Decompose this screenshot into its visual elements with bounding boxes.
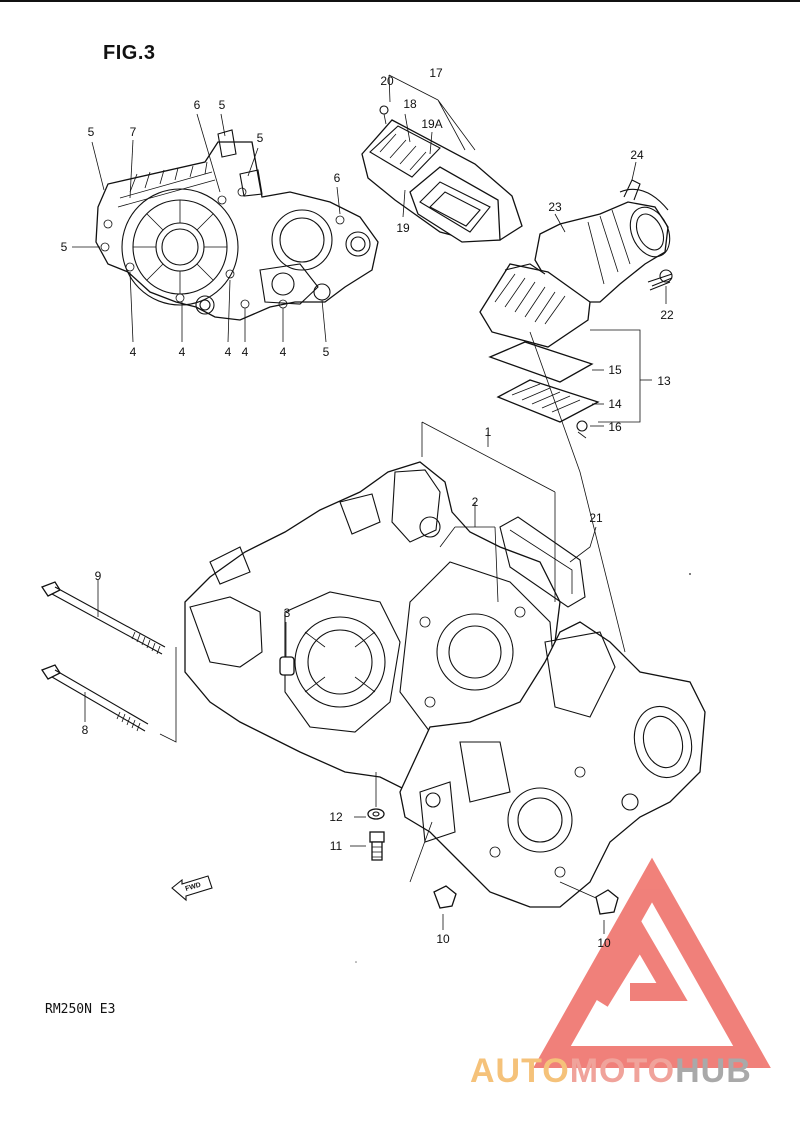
figure-title: FIG.3 (103, 42, 156, 64)
callout-20: 20 (380, 74, 394, 88)
callout-4: 4 (224, 345, 232, 359)
drain-plug-11 (350, 831, 385, 861)
callout-16: 16 (608, 420, 622, 434)
callout-22: 22 (660, 308, 674, 322)
callout-13: 13 (657, 374, 671, 388)
callout-11: 11 (329, 839, 343, 853)
nut-10-left (409, 821, 457, 930)
callout-5: 5 (87, 125, 95, 139)
watermark-logo-text: AUTOMOTOHUB (470, 1052, 752, 1091)
callout-19a: 19A (421, 117, 443, 131)
callout-24: 24 (630, 148, 644, 162)
fwd-label: FWD (185, 882, 202, 893)
crankcase-main (184, 421, 706, 908)
reed-valve-assembly (361, 74, 523, 243)
callout-21: 21 (589, 511, 603, 525)
callout-5: 5 (256, 131, 264, 145)
callout-15: 15 (608, 363, 622, 377)
scan-speck (355, 961, 357, 963)
callout-23: 23 (548, 200, 562, 214)
callout-14: 14 (608, 397, 622, 411)
bolt-8 (41, 647, 177, 743)
callout-4: 4 (129, 345, 137, 359)
callout-10: 10 (436, 932, 450, 946)
callout-19: 19 (396, 221, 410, 235)
watermark-logo-triangle (533, 857, 771, 1068)
callout-7: 7 (129, 125, 137, 139)
model-code: RM250N E3 (45, 1002, 116, 1017)
nut-10-right (559, 881, 619, 934)
crankcase-cover-assembly (95, 129, 379, 321)
callout-18: 18 (403, 97, 417, 111)
callout-6: 6 (333, 171, 341, 185)
reed-block-assembly (479, 263, 652, 439)
leader-line-long (529, 331, 626, 653)
callout-2: 2 (471, 495, 479, 509)
callout-5: 5 (60, 240, 68, 254)
callout-12: 12 (329, 810, 343, 824)
callout-3: 3 (283, 606, 291, 620)
callout-4: 4 (178, 345, 186, 359)
watermark-word-auto: AUTO (470, 1052, 570, 1090)
callout-9: 9 (94, 569, 102, 583)
washer-12 (354, 772, 385, 820)
callout-5: 5 (218, 98, 226, 112)
callout-4: 4 (241, 345, 249, 359)
callout-6: 6 (193, 98, 201, 112)
intake-pipe-assembly (534, 161, 673, 304)
scan-speck (689, 573, 691, 575)
callout-8: 8 (81, 723, 89, 737)
callout-10: 10 (597, 936, 611, 950)
leader-lines-cover (72, 113, 341, 343)
callout-17: 17 (429, 66, 443, 80)
watermark-word-moto: MOTO (569, 1052, 676, 1090)
callout-4: 4 (279, 345, 287, 359)
callout-5: 5 (322, 345, 330, 359)
bolt-9 (41, 580, 166, 655)
callout-1: 1 (484, 425, 492, 439)
watermark-word-hub: HUB (675, 1052, 752, 1090)
forward-direction-arrow: FWD (171, 875, 213, 902)
